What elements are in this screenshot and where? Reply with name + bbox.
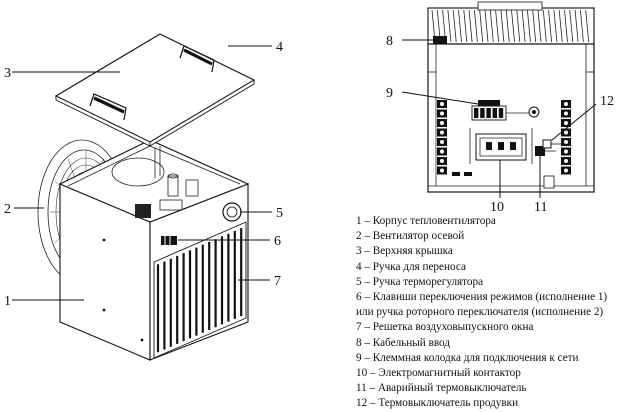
inner-components bbox=[111, 146, 199, 218]
contactor bbox=[469, 128, 533, 164]
legend-item: 9 – Клеммная колодка для подключения к с… bbox=[356, 351, 579, 364]
legend-item: 3 – Верхняя крышка bbox=[356, 245, 453, 258]
outlet-grille bbox=[153, 221, 247, 359]
callout-10: 10 bbox=[490, 200, 504, 215]
callout-4: 4 bbox=[276, 40, 283, 55]
callout-1: 1 bbox=[4, 294, 11, 309]
studs-right bbox=[561, 100, 571, 175]
heater-isometric-view bbox=[37, 33, 256, 361]
mode-switch-keys bbox=[161, 236, 177, 245]
heater-top-rim bbox=[58, 139, 250, 223]
callout-9: 9 bbox=[386, 86, 393, 101]
legend-item: 7 – Решетка воздуховыпускного окна bbox=[356, 321, 534, 334]
legend-item: 10 – Электромагнитный контактор bbox=[356, 367, 521, 380]
carry-handle-front bbox=[89, 93, 127, 121]
callout-12: 12 bbox=[600, 94, 614, 109]
callout-2: 2 bbox=[4, 202, 11, 217]
callout-3: 3 bbox=[4, 66, 11, 81]
legend-item: 4 – Ручка для переноса bbox=[356, 260, 466, 273]
top-lid bbox=[54, 33, 256, 147]
legend-item: 12 – Термовыключатель продувки bbox=[356, 397, 519, 410]
legend-item: 6 – Клавиши переключения режимов (исполн… bbox=[356, 291, 608, 304]
studs-left bbox=[437, 100, 447, 175]
legend-item: 8 – Кабельный ввод bbox=[356, 336, 450, 349]
callout-11: 11 bbox=[534, 200, 547, 215]
heater-rear-view bbox=[427, 1, 595, 193]
purge-thermoswitch bbox=[542, 139, 566, 149]
left-callouts: 3 4 2 1 5 6 7 bbox=[4, 40, 283, 309]
terminal-block bbox=[471, 100, 540, 121]
emergency-thermoswitch bbox=[535, 146, 556, 156]
carry-handle-rear bbox=[179, 45, 215, 73]
legend-item: 11 – Аварийный термовыключатель bbox=[356, 382, 527, 395]
callout-6: 6 bbox=[274, 234, 281, 249]
callout-8: 8 bbox=[386, 34, 393, 49]
thermostat-knob bbox=[222, 202, 242, 222]
right-callouts: 8 9 10 11 12 bbox=[386, 34, 614, 215]
callout-7: 7 bbox=[274, 274, 281, 289]
legend-item: 5 – Ручка терморегулятора bbox=[356, 275, 484, 288]
legend: 1 – Корпус тепловентилятора 2 – Вентилят… bbox=[356, 214, 640, 412]
legend-item: 1 – Корпус тепловентилятора bbox=[356, 215, 496, 227]
callout-5: 5 bbox=[276, 206, 283, 221]
legend-item: или ручка роторного переключателя (испол… bbox=[356, 306, 604, 319]
legend-item: 2 – Вентилятор осевой bbox=[356, 230, 465, 243]
